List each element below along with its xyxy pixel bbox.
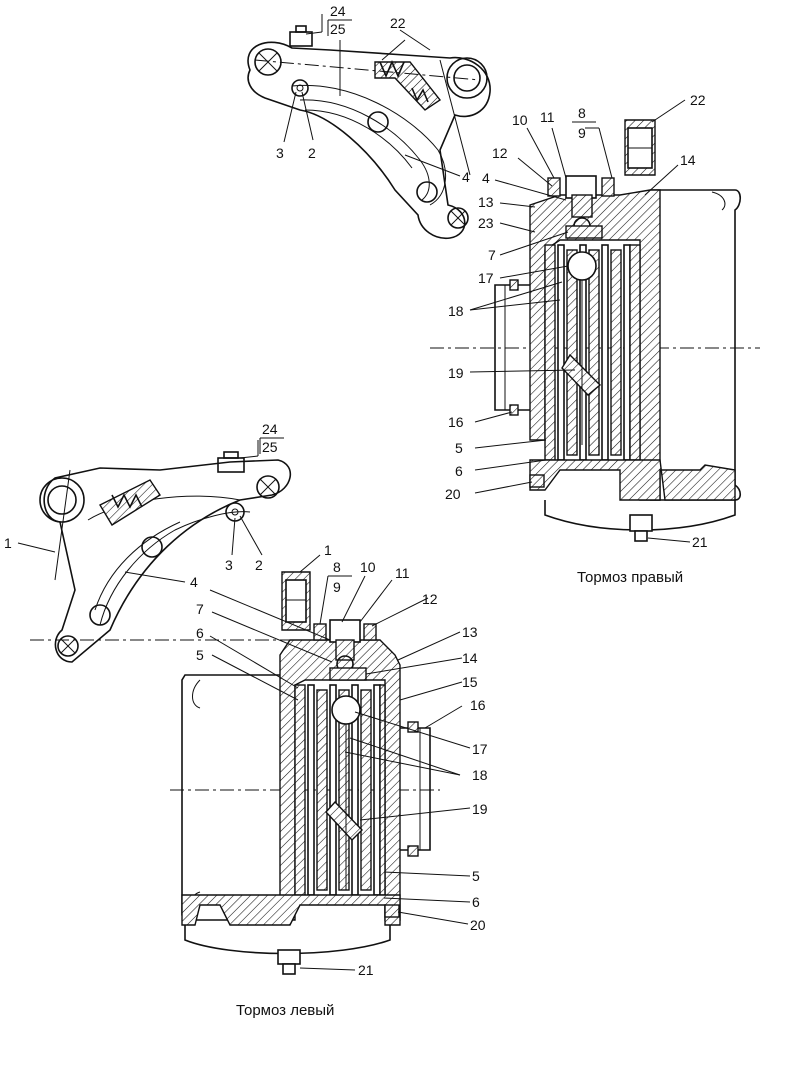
caption-left-brake: Тормоз левый <box>236 1002 334 1019</box>
label-11-right: 11 <box>540 109 555 125</box>
label-7-right: 7 <box>488 247 496 263</box>
caption-right-brake: Тормоз правый <box>577 569 683 586</box>
left-brake-linkage-view <box>30 451 292 663</box>
captions: Тормоз правый Тормоз левый <box>236 569 683 1019</box>
right-brake-linkage-view <box>247 25 491 240</box>
label-5-right: 5 <box>455 440 463 456</box>
label-18-right: 18 <box>448 303 464 319</box>
label-19-left: 19 <box>472 801 488 817</box>
label-16-left: 16 <box>470 697 486 713</box>
label-5-left: 5 <box>196 647 204 663</box>
label-21-left: 21 <box>358 962 374 978</box>
label-9-right: 9 <box>578 125 586 141</box>
label-12-right: 12 <box>492 145 508 161</box>
label-25-top: 25 <box>330 21 346 37</box>
label-1-left-section: 1 <box>324 542 332 558</box>
right-brake-section <box>430 119 760 542</box>
label-10-right: 10 <box>512 112 528 128</box>
label-4-left: 4 <box>190 574 198 590</box>
label-17-right: 17 <box>478 270 494 286</box>
label-6-left: 6 <box>196 625 204 641</box>
label-24-left: 24 <box>262 421 278 437</box>
callout-labels: 24 25 22 3 2 4 8 9 10 11 22 12 14 4 13 2… <box>4 3 708 978</box>
label-6b-left: 6 <box>472 894 480 910</box>
label-22-top: 22 <box>390 15 406 31</box>
label-5b-left: 5 <box>472 868 480 884</box>
label-17-left: 17 <box>472 741 488 757</box>
label-23-right: 23 <box>478 215 494 231</box>
label-2-top: 2 <box>308 145 316 161</box>
label-13-right: 13 <box>478 194 494 210</box>
label-25-left: 25 <box>262 439 278 455</box>
label-20-right: 20 <box>445 486 461 502</box>
label-14-left: 14 <box>462 650 478 666</box>
label-21-right: 21 <box>692 534 708 550</box>
left-brake-section <box>170 571 440 975</box>
label-18-left: 18 <box>472 767 488 783</box>
label-24-top: 24 <box>330 3 346 19</box>
label-6-right: 6 <box>455 463 463 479</box>
label-16-right: 16 <box>448 414 464 430</box>
right-brake-disc-pack <box>544 244 641 461</box>
label-15-left: 15 <box>462 674 478 690</box>
label-7-left: 7 <box>196 601 204 617</box>
label-11-left: 11 <box>395 565 410 581</box>
label-14-right: 14 <box>680 152 696 168</box>
leader-lines <box>17 14 691 971</box>
label-4-top: 4 <box>462 169 470 185</box>
label-10-left: 10 <box>360 559 376 575</box>
label-8-right: 8 <box>578 105 586 121</box>
left-brake-disc-pack <box>294 684 386 896</box>
label-20-left: 20 <box>470 917 486 933</box>
label-4-right: 4 <box>482 170 490 186</box>
label-9-left: 9 <box>333 579 341 595</box>
label-8-left: 8 <box>333 559 341 575</box>
label-1-left: 1 <box>4 535 12 551</box>
label-3-top: 3 <box>276 145 284 161</box>
label-13-left: 13 <box>462 624 478 640</box>
label-12-left: 12 <box>422 591 438 607</box>
label-2-left: 2 <box>255 557 263 573</box>
label-3-left: 3 <box>225 557 233 573</box>
label-22-right: 22 <box>690 92 706 108</box>
label-19-right: 19 <box>448 365 464 381</box>
